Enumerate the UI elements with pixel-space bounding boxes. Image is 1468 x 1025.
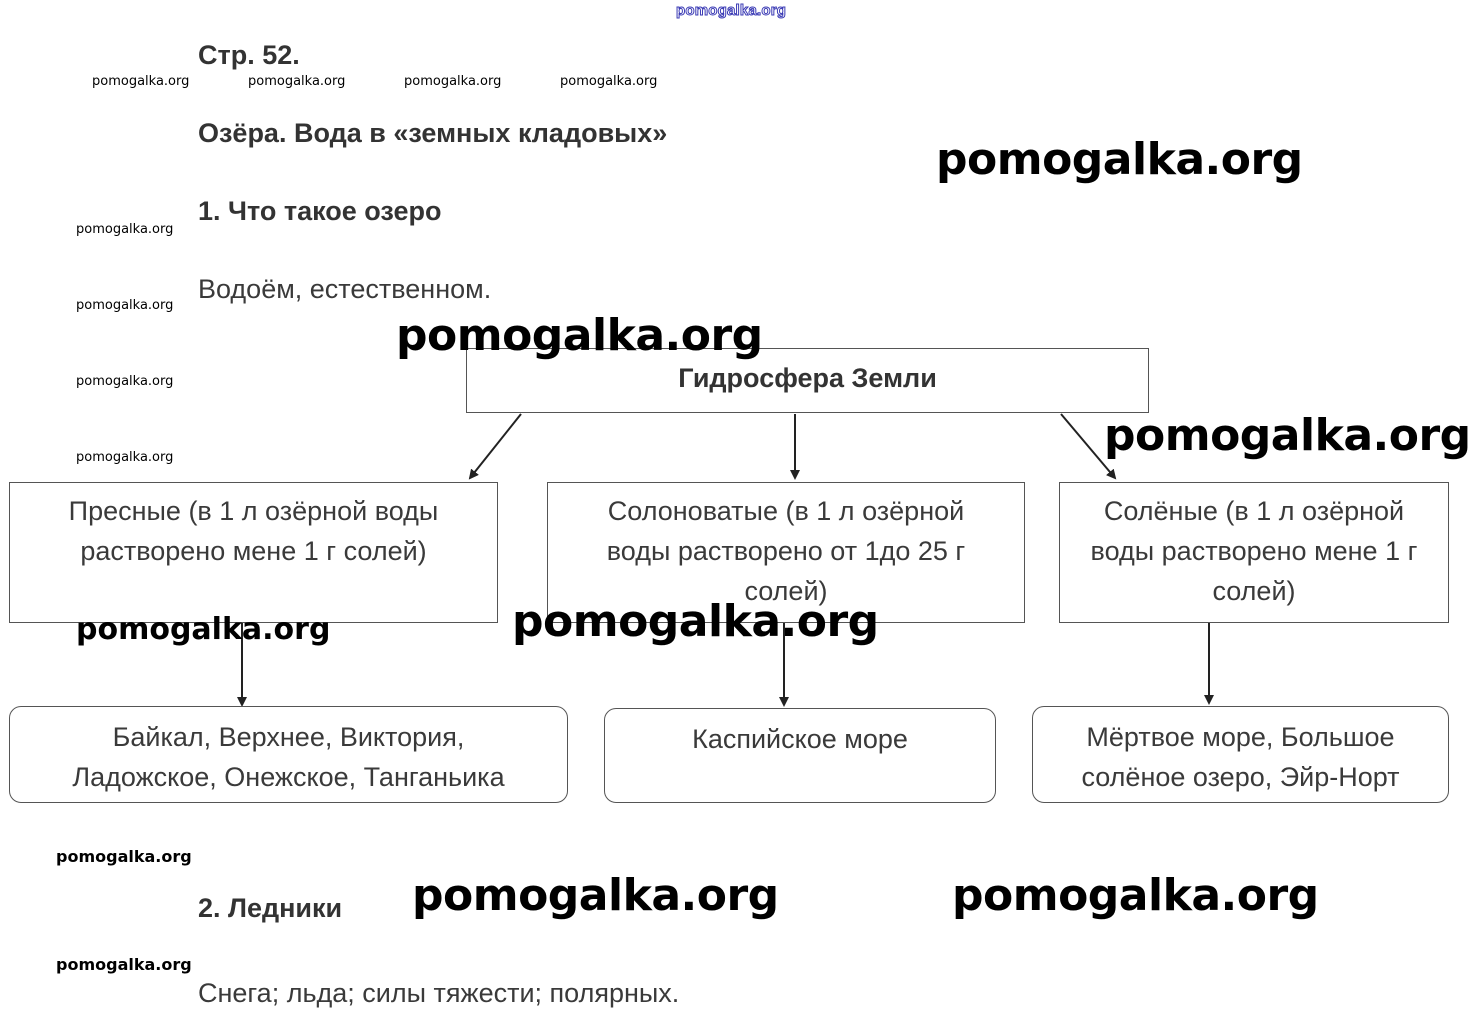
watermark-small: pomogalka.org	[56, 847, 192, 866]
examples-fresh-text: Байкал, Верхнее, Виктория, Ладожское, Он…	[72, 722, 505, 792]
topic-title: Озёра. Вода в «земных кладовых»	[198, 118, 668, 148]
watermark-small: pomogalka.org	[76, 450, 174, 465]
watermark-large: pomogalka.org	[512, 596, 879, 647]
watermark-medium: pomogalka.org	[76, 612, 331, 647]
examples-salty-text: Мёртвое море, Большое солёное озеро, Эйр…	[1081, 722, 1400, 792]
question-1-answer: Водоём, естественном.	[198, 274, 492, 304]
category-salty-box: Солёные (в 1 л озёрной воды растворено м…	[1059, 482, 1449, 623]
examples-brackish-text: Каспийское море	[692, 724, 908, 754]
question-2-answer: Снега; льда; силы тяжести; полярных.	[198, 978, 680, 1008]
watermark-small: pomogalka.org	[56, 955, 192, 974]
diagram-root-label: Гидросфера Земли	[678, 363, 937, 393]
watermark-small: pomogalka.org	[404, 74, 502, 89]
watermark-large: pomogalka.org	[396, 310, 763, 361]
watermark-top: pomogalka.org	[675, 2, 787, 20]
diagram-root-box: Гидросфера Земли	[466, 348, 1149, 413]
category-brackish-box: Солоноватые (в 1 л озёрной воды растворе…	[547, 482, 1025, 623]
watermark-small: pomogalka.org	[92, 74, 190, 89]
question-2-title: 2. Ледники	[198, 893, 343, 923]
examples-salty-box: Мёртвое море, Большое солёное озеро, Эйр…	[1032, 706, 1449, 803]
category-fresh-box: Пресные (в 1 л озёрной воды растворено м…	[9, 482, 498, 623]
watermark-large: pomogalka.org	[1104, 410, 1468, 461]
category-brackish-label: Солоноватые (в 1 л озёрной воды растворе…	[606, 496, 966, 606]
watermark-small: pomogalka.org	[560, 74, 658, 89]
category-salty-label: Солёные (в 1 л озёрной воды растворено м…	[1090, 496, 1418, 606]
watermark-small: pomogalka.org	[248, 74, 346, 89]
watermark-large: pomogalka.org	[412, 870, 779, 921]
watermark-small: pomogalka.org	[76, 374, 174, 389]
watermark-small: pomogalka.org	[76, 298, 174, 313]
watermark-large: pomogalka.org	[952, 870, 1319, 921]
page-number: Стр. 52.	[198, 40, 300, 70]
examples-brackish-box: Каспийское море	[604, 708, 996, 803]
examples-fresh-box: Байкал, Верхнее, Виктория, Ладожское, Он…	[9, 706, 568, 803]
question-1-title: 1. Что такое озеро	[198, 196, 442, 226]
arrow-root-to-fresh	[468, 413, 522, 480]
watermark-large: pomogalka.org	[936, 134, 1303, 185]
watermark-small: pomogalka.org	[76, 222, 174, 237]
category-fresh-label: Пресные (в 1 л озёрной воды растворено м…	[68, 496, 439, 566]
arrow-root-to-salty	[1060, 413, 1117, 480]
